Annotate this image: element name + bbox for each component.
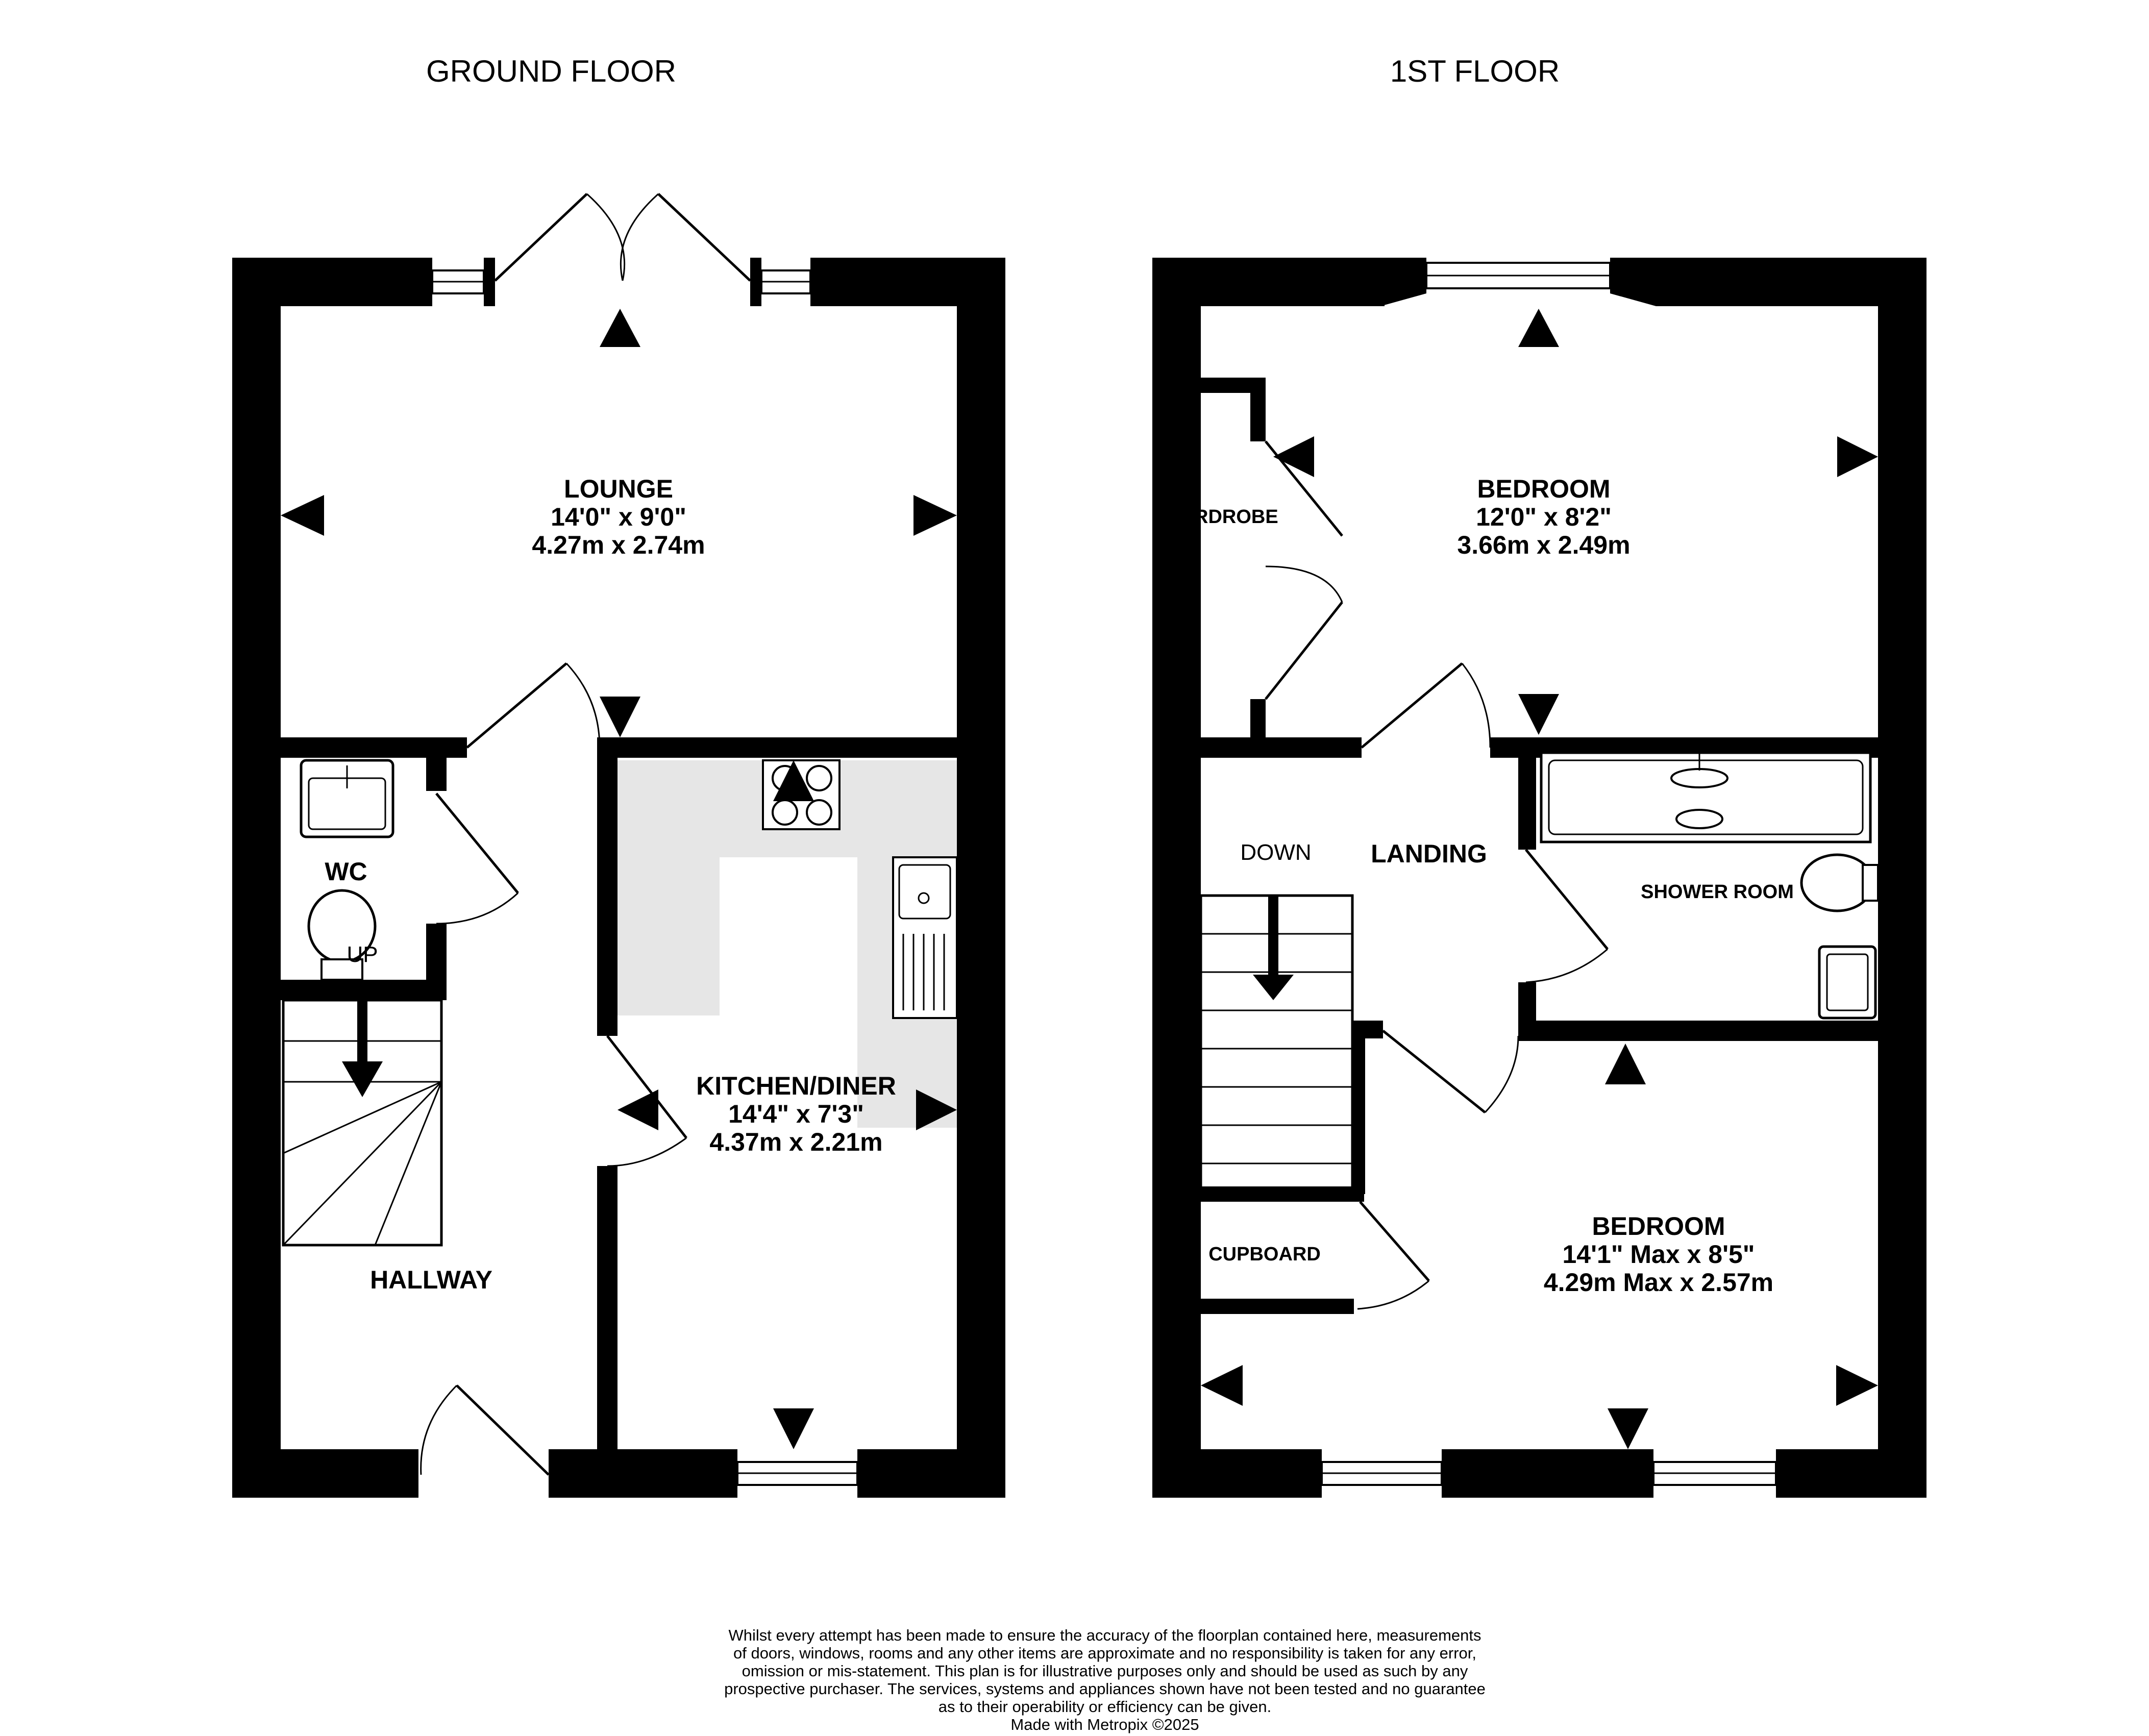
- outer-wall-bottom: [1152, 1449, 1298, 1498]
- internal-wall: [1201, 1299, 1354, 1314]
- stairs-down-label: DOWN: [1240, 840, 1311, 865]
- wardrobe-door: [1265, 601, 1343, 700]
- lounge-metric: 4.27m x 2.74m: [532, 531, 705, 559]
- kitchen-counter: [617, 760, 720, 1015]
- internal-wall: [1518, 1021, 1878, 1041]
- shower-tray: [1540, 751, 1872, 844]
- disclaimer-line: prospective purchaser. The services, sys…: [724, 1680, 1486, 1698]
- staircase: [282, 999, 443, 1247]
- internal-wall: [281, 980, 447, 1000]
- bedroom1-name: BEDROOM: [1477, 475, 1610, 503]
- dimension-arrow: [1518, 694, 1559, 735]
- french-door-leaf: [657, 193, 751, 282]
- window-jamb: [750, 258, 761, 306]
- dimension-arrow: [913, 495, 957, 536]
- outer-wall-left: [1152, 258, 1201, 1498]
- dimension-arrow: [916, 1089, 957, 1130]
- outer-wall-bottom: [1442, 1449, 1651, 1498]
- kitchen-metric: 4.37m x 2.21m: [709, 1128, 882, 1156]
- kitchen-sink: [892, 856, 958, 1019]
- dimension-arrow: [1836, 1365, 1878, 1406]
- window-jamb: [712, 1449, 737, 1498]
- outer-wall-right: [957, 258, 1005, 1498]
- basin: [1818, 945, 1877, 1020]
- internal-wall: [1201, 1186, 1364, 1202]
- ground-floor-plan: LOUNGE 14'0" x 9'0" 4.27m x 2.74m KITCHE…: [232, 193, 1005, 1498]
- disclaimer-line: omission or mis-statement. This plan is …: [742, 1662, 1468, 1680]
- basin: [300, 759, 394, 838]
- kitchen-name: KITCHEN/DINER: [696, 1072, 896, 1100]
- dimension-arrow: [281, 495, 324, 536]
- internal-wall: [1363, 1021, 1383, 1038]
- dimension-arrow: [617, 1089, 658, 1130]
- front-door-leaf: [456, 1384, 550, 1476]
- disclaimer: Whilst every attempt has been made to en…: [724, 1626, 1486, 1733]
- disclaimer-line: Whilst every attempt has been made to en…: [728, 1626, 1481, 1644]
- dimension-arrow: [1837, 436, 1878, 477]
- outer-wall-bottom-right: [862, 1449, 1005, 1498]
- disclaimer-line: as to their operability or efficiency ca…: [938, 1698, 1272, 1716]
- hallway-name: HALLWAY: [370, 1266, 492, 1294]
- wc-name: WC: [325, 857, 367, 886]
- dimension-arrow: [1201, 1365, 1243, 1406]
- dimension-arrow: [600, 697, 640, 737]
- landing-name: LANDING: [1371, 839, 1487, 868]
- cupboard-name: CUPBOARD: [1208, 1244, 1321, 1265]
- internal-wall: [426, 737, 447, 791]
- outer-wall-bottom-left: [232, 1449, 418, 1498]
- internal-wall: [1518, 737, 1536, 850]
- outer-wall-bottom-mid: [549, 1449, 737, 1498]
- window-jamb: [484, 258, 495, 306]
- first-floor-plan: BEDROOM 12'0" x 8'2" 3.66m x 2.49m RDROB…: [1152, 258, 1926, 1498]
- bedroom2-metric: 4.29m Max x 2.57m: [1544, 1268, 1773, 1297]
- bedroom2-name: BEDROOM: [1592, 1212, 1725, 1241]
- lounge-imperial: 14'0" x 9'0": [551, 503, 686, 531]
- internal-wall: [597, 737, 617, 1036]
- first-floor-title: 1ST FLOOR: [1390, 54, 1560, 88]
- kitchen-imperial: 14'4" x 7'3": [728, 1100, 864, 1128]
- bedroom2-imperial: 14'1" Max x 8'5": [1563, 1240, 1755, 1269]
- window-jamb: [810, 258, 822, 306]
- wardrobe-name: RDROBE: [1194, 506, 1278, 528]
- dimension-arrow: [773, 760, 814, 801]
- bedroom1-imperial: 12'0" x 8'2": [1476, 503, 1612, 531]
- outer-wall-left: [232, 258, 281, 1498]
- internal-wall: [1201, 737, 1362, 758]
- ground-floor-title: GROUND FLOOR: [426, 54, 676, 88]
- dimension-arrow: [1273, 436, 1314, 477]
- dimension-arrow: [773, 1408, 814, 1449]
- dimension-arrow: [600, 309, 640, 347]
- shower-room-name: SHOWER ROOM: [1641, 881, 1794, 903]
- outer-wall-right: [1878, 258, 1926, 1498]
- disclaimer-line: of doors, windows, rooms and any other i…: [733, 1644, 1476, 1662]
- bedroom1-metric: 3.66m x 2.49m: [1457, 531, 1630, 559]
- window-jamb: [857, 1449, 883, 1498]
- dimension-arrow: [1518, 309, 1559, 347]
- disclaimer-credit: Made with Metropix ©2025: [1010, 1716, 1199, 1733]
- french-door-leaf: [494, 193, 588, 282]
- dimension-arrow: [1608, 1408, 1648, 1449]
- stairs-up-label: UP: [347, 942, 378, 967]
- window-jamb: [421, 258, 432, 306]
- dimension-arrow: [1605, 1044, 1646, 1084]
- internal-wall: [1352, 1021, 1365, 1194]
- internal-wall: [600, 737, 957, 758]
- internal-wall: [597, 1166, 617, 1449]
- lounge-name: LOUNGE: [564, 475, 673, 503]
- staircase: [1199, 894, 1354, 1191]
